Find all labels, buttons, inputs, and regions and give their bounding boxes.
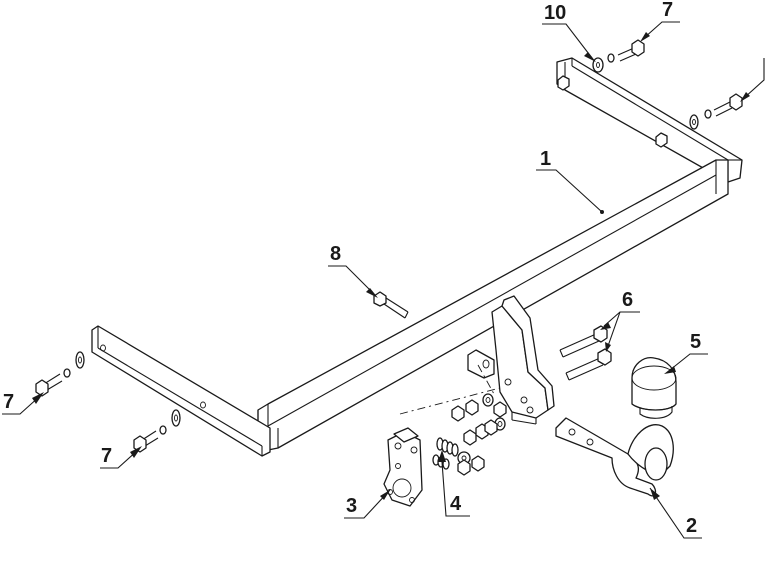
callout-1: 1 <box>540 148 551 170</box>
left-fasteners-upper <box>35 351 85 397</box>
callout-10: 10 <box>544 2 566 24</box>
callout-3: 3 <box>346 495 357 517</box>
bracket-fasteners <box>451 393 507 446</box>
bolt-8 <box>373 291 409 319</box>
callout-2: 2 <box>686 515 697 537</box>
callout-7-left-lower: 7 <box>101 445 112 467</box>
crossbar-frame <box>91 57 743 457</box>
callout-leaders <box>2 21 765 539</box>
callout-8: 8 <box>330 243 341 265</box>
left-fasteners-lower <box>133 409 181 453</box>
right-fasteners-top <box>592 39 645 73</box>
callout-5: 5 <box>690 331 701 353</box>
bolts-6 <box>559 325 612 381</box>
callout-7-left-upper: 7 <box>3 391 14 413</box>
socket-plate-3 <box>383 427 423 507</box>
callout-7-top-right: 7 <box>662 0 673 21</box>
ball-cap-5 <box>631 357 677 419</box>
callout-6: 6 <box>622 289 633 311</box>
callout-labels: 1 2 3 4 5 6 7 7 7 8 10 <box>3 0 701 537</box>
right-fasteners-side <box>689 93 743 130</box>
callout-4: 4 <box>450 493 462 515</box>
towball-neck-2 <box>555 417 674 497</box>
alignment-line-2 <box>477 364 495 395</box>
